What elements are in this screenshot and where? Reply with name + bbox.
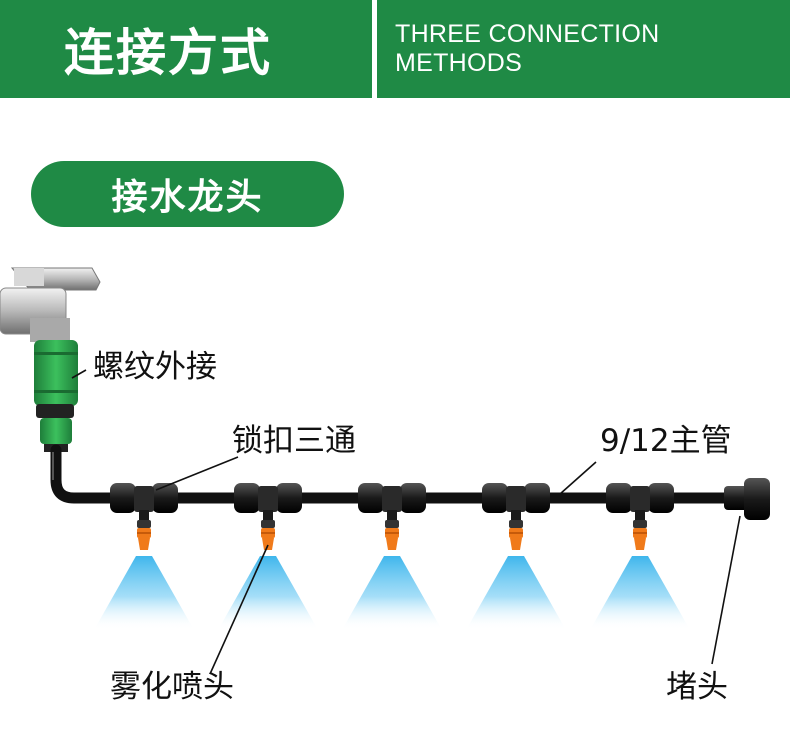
lock-tee-label: 锁扣三通 <box>232 423 356 459</box>
mist-cone-5 <box>590 556 690 630</box>
mist-cone-1 <box>94 556 194 630</box>
header-title-block: 连接方式 <box>0 0 372 98</box>
leader-lines <box>71 369 741 675</box>
lock-tee-2 <box>218 483 318 630</box>
header-title-cn: 连接方式 <box>64 24 272 82</box>
end-plug <box>724 478 770 520</box>
end-plug-label: 堵头 <box>666 669 728 705</box>
lock-tee-5 <box>590 483 690 630</box>
section-title: 接水龙头 <box>111 177 264 218</box>
faucet-icon <box>0 267 101 342</box>
mist-nozzle-icon <box>385 528 399 550</box>
mist-nozzle-icon <box>137 528 151 550</box>
thread-connector <box>34 340 78 452</box>
section-title-pill: 接水龙头 <box>31 161 344 227</box>
mist-nozzle-icon <box>509 528 523 550</box>
main-pipe <box>50 444 746 504</box>
lock-tee-4 <box>466 483 566 630</box>
mist-nozzle-label: 雾化喷头 <box>110 669 234 705</box>
mist-nozzle-icon <box>633 528 647 550</box>
thread-connector-label: 螺纹外接 <box>93 349 217 385</box>
lock-tee-3 <box>342 483 442 630</box>
mist-nozzle-icon <box>261 528 275 550</box>
tee-assemblies <box>94 483 690 630</box>
mist-cone-2 <box>218 556 318 630</box>
main-pipe-label: 9/12主管 <box>600 423 732 459</box>
header-subtitle-block: THREE CONNECTION METHODS <box>377 0 790 98</box>
header-divider <box>372 0 377 98</box>
mist-cone-3 <box>342 556 442 630</box>
mist-cone-4 <box>466 556 566 630</box>
lock-tee-1 <box>94 483 194 630</box>
header-title-en: THREE CONNECTION METHODS <box>395 20 660 77</box>
